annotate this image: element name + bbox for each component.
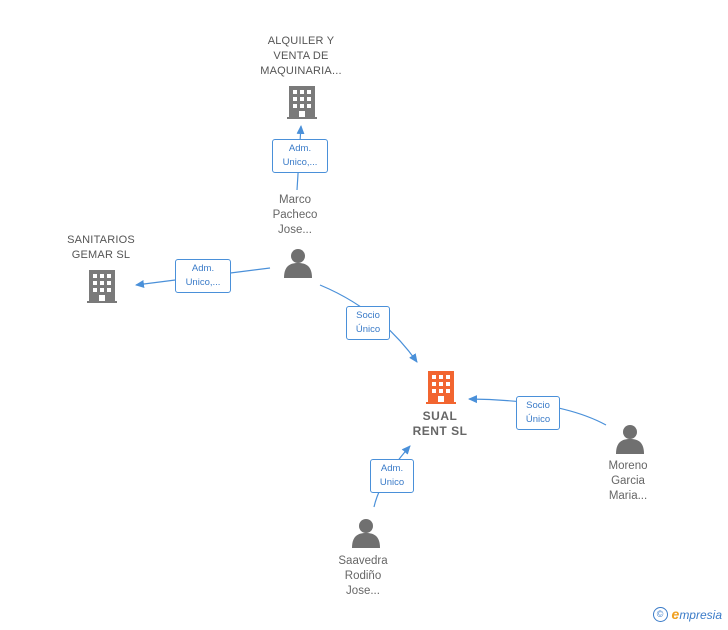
brand-name: mpresia — [679, 608, 722, 622]
person-icon[interactable] — [352, 519, 380, 548]
building-icon[interactable] — [426, 371, 456, 404]
edge-label-marco-alquiler: Adm. Unico,... — [272, 139, 328, 173]
company-label-sanitarios[interactable]: SANITARIOS GEMAR SL — [67, 234, 135, 261]
person-label-marco[interactable]: Marco Pacheco Jose... — [272, 194, 318, 236]
company-label-sual[interactable]: SUAL RENT SL — [412, 409, 468, 438]
footer-brand[interactable]: © empresia — [652, 606, 722, 622]
person-icon[interactable] — [284, 249, 312, 278]
brand-initial: e — [671, 606, 680, 622]
person-label-moreno[interactable]: Moreno Garcia Maria... — [608, 460, 648, 502]
edge-label-saavedra-sual: Adm. Unico — [370, 459, 414, 493]
copyright-icon: © — [652, 606, 668, 622]
person-label-saavedra[interactable]: Saavedra Rodiño Jose... — [338, 555, 388, 597]
person-icon[interactable] — [616, 425, 644, 454]
building-icon[interactable] — [87, 270, 117, 303]
edge-label-moreno-sual: Socio Único — [516, 396, 560, 430]
edge-label-marco-sanitarios: Adm. Unico,... — [175, 259, 231, 293]
building-icon[interactable] — [287, 86, 317, 119]
company-label-alquiler[interactable]: ALQUILER Y VENTA DE MAQUINARIA... — [260, 35, 342, 77]
edge-label-marco-sual: Socio Único — [346, 306, 390, 340]
